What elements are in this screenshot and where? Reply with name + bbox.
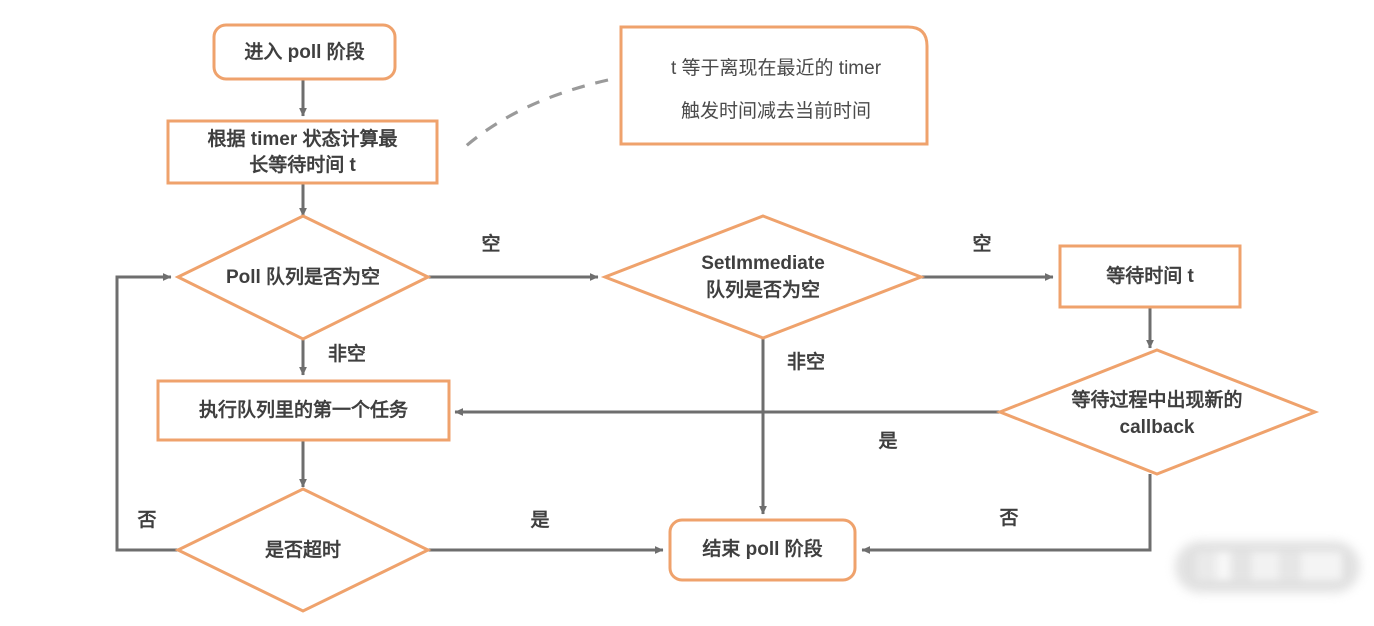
edge-label-setimmediate-empty: 空 [972,232,991,255]
note-line2: 触发时间减去当前时间 [681,100,871,122]
node-wait-time-t-shape [1058,244,1242,309]
node-compute-timeout-label-line2: 长等待时间 t [249,153,356,176]
edges-group [115,78,1154,554]
node-new-callback-shape [995,348,1320,476]
edge-label-timeout-no: 否 [136,510,156,531]
edge-newcallback-to-endpoll [861,474,1152,554]
node-compute-timeout-shape [166,119,439,185]
node-is-timeout-shape [174,487,432,613]
node-run-first-task[interactable]: 执行队列里的第一个任务 [156,379,451,442]
node-end-poll[interactable]: 结束 poll 阶段 [668,518,857,582]
node-is-timeout[interactable]: 是否超时 [174,487,432,613]
node-setimmediate-empty-label-line1: SetImmediate [701,253,825,274]
node-run-first-task-label: 执行队列里的第一个任务 [199,398,409,421]
edge-label-callback-no: 否 [998,508,1018,529]
edge-label-timeout-yes: 是 [530,509,549,531]
edge-label-setimmediate-not-empty: 非空 [787,350,825,373]
node-enter-poll-label: 进入 poll 阶段 [244,40,365,63]
node-setimmediate-empty-shape [600,214,926,340]
node-wait-time-t-label: 等待时间 t [1105,264,1194,287]
node-enter-poll[interactable]: 进入 poll 阶段 [212,23,397,81]
node-compute-timeout[interactable]: 根据 timer 状态计算最 长等待时间 t [166,119,439,185]
edge-istimeout-to-pollempty [115,273,178,552]
node-end-poll-label: 结束 poll 阶段 [702,537,823,560]
node-poll-queue-empty-shape [174,214,432,341]
node-wait-time-t[interactable]: 等待时间 t [1058,244,1242,309]
edge-label-callback-yes: 是 [878,430,897,452]
node-compute-timeout-label-line1: 根据 timer 状态计算最 [207,127,398,150]
node-new-callback[interactable]: 等待过程中出现新的 callback [995,348,1320,476]
node-setimmediate-empty[interactable]: SetImmediate 队列是否为空 [600,214,926,340]
node-new-callback-label-line1: 等待过程中出现新的 [1070,388,1242,411]
node-poll-queue-empty[interactable]: Poll 队列是否为空 [174,214,432,341]
note-callout-shape [619,25,929,146]
node-run-first-task-shape [156,379,451,442]
node-end-poll-shape [668,518,857,582]
node-new-callback-label-line2: callback [1120,417,1195,438]
note-line1: t 等于离现在最近的 timer [671,57,882,79]
note-callout: t 等于离现在最近的 timer 触发时间减去当前时间 [619,25,929,146]
edge-label-poll-not-empty: 非空 [328,342,366,365]
node-is-timeout-label: 是否超时 [265,538,341,561]
node-enter-poll-shape [212,23,397,81]
node-poll-queue-empty-label: Poll 队列是否为空 [226,265,380,288]
node-setimmediate-empty-label-line2: 队列是否为空 [706,278,820,301]
edge-labels-group: 空 非空 空 非空 是 否 是 否 [136,232,1018,531]
nodes-group: 进入 poll 阶段 根据 timer 状态计算最 长等待时间 t Poll 队… [156,23,1320,613]
watermark-text-blurred [1196,552,1342,580]
note-leader-line [464,78,609,148]
edge-label-poll-empty: 空 [481,232,500,255]
